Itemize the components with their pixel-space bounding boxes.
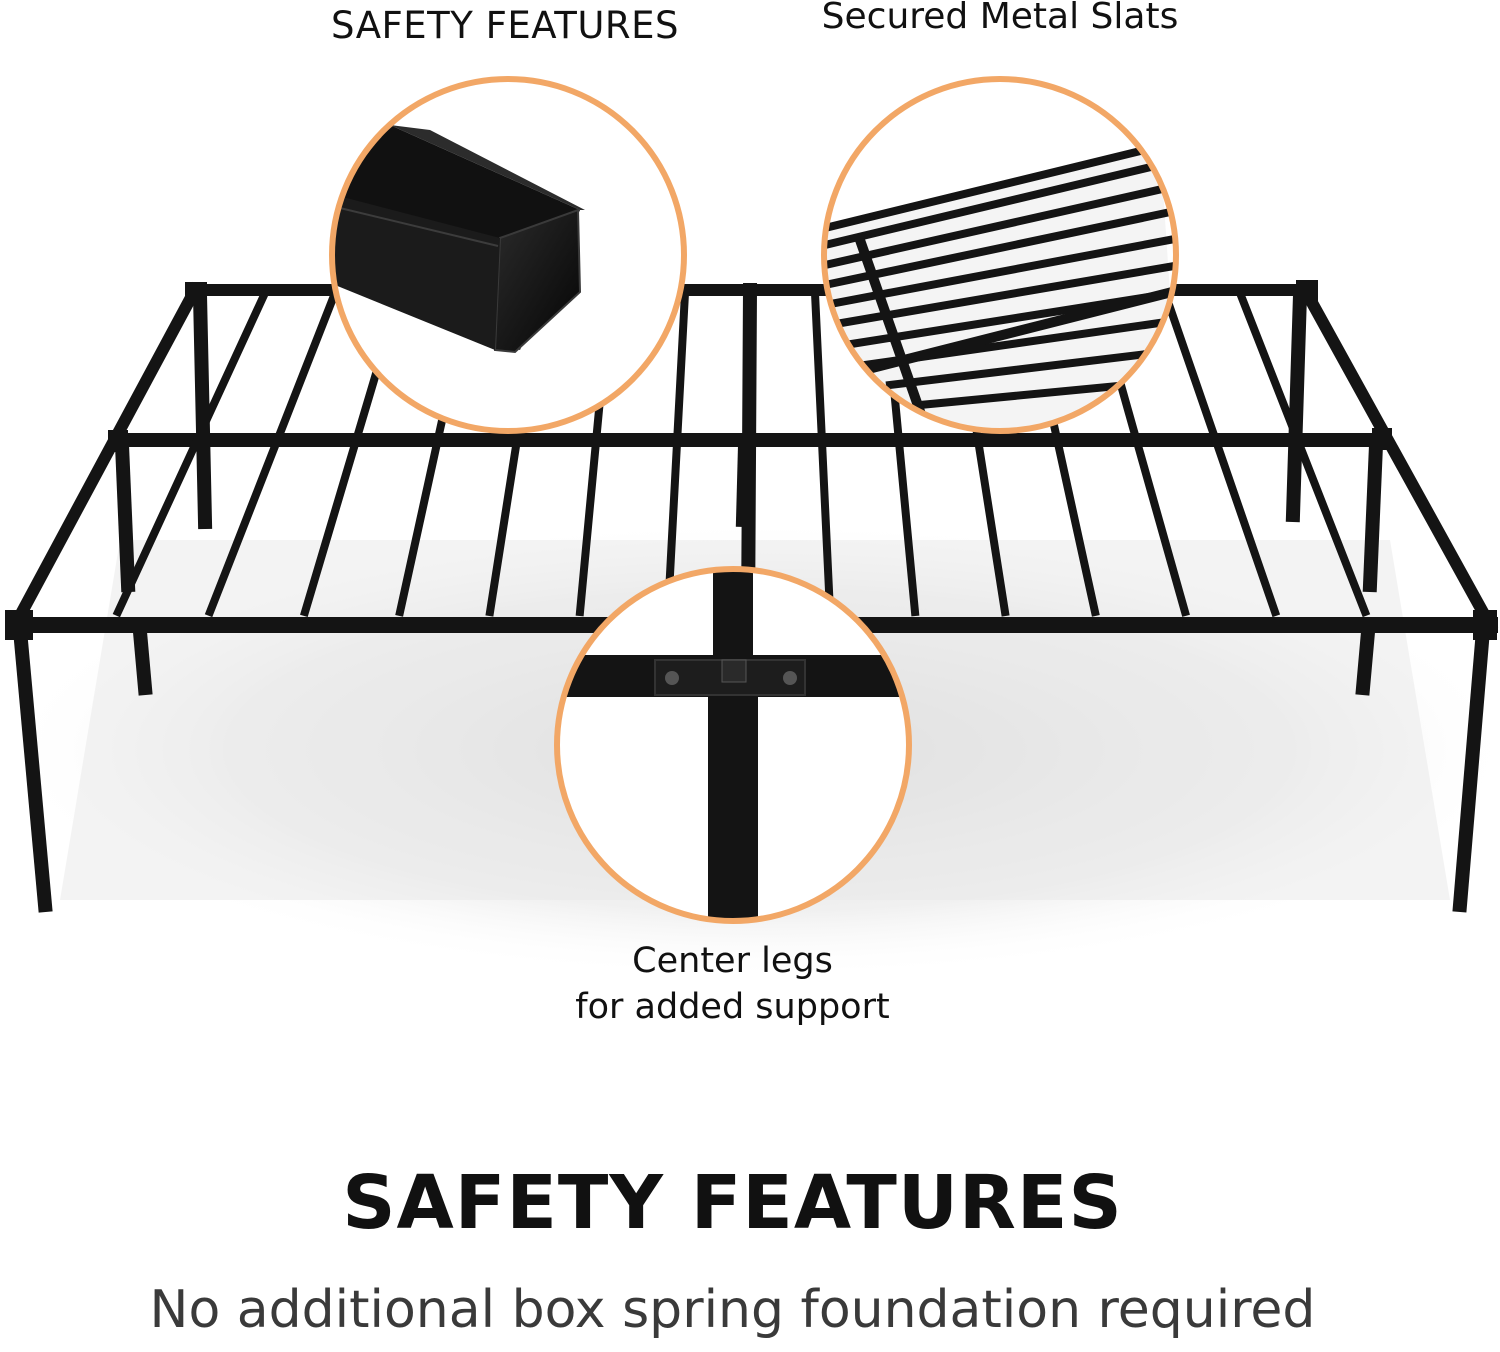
banner-heading: SAFETY FEATURES xyxy=(342,1160,1123,1246)
callout-label-metal-slats: Secured Metal Slats xyxy=(821,0,1179,37)
callout-center-legs xyxy=(554,566,912,924)
callout-label-safety-features: SAFETY FEATURES xyxy=(331,4,679,47)
callout-metal-slats xyxy=(821,76,1179,434)
corner-caps xyxy=(5,280,1497,640)
center-legs-line-2: for added support xyxy=(575,987,890,1027)
banner-subheading: No additional box spring foundation requ… xyxy=(149,1280,1316,1340)
bed-legs xyxy=(12,287,1491,913)
callout-end-cap xyxy=(329,76,687,434)
center-legs-line-1: Center legs xyxy=(632,941,833,981)
callout-label-center-legs: Center legs for added support xyxy=(500,938,965,1030)
